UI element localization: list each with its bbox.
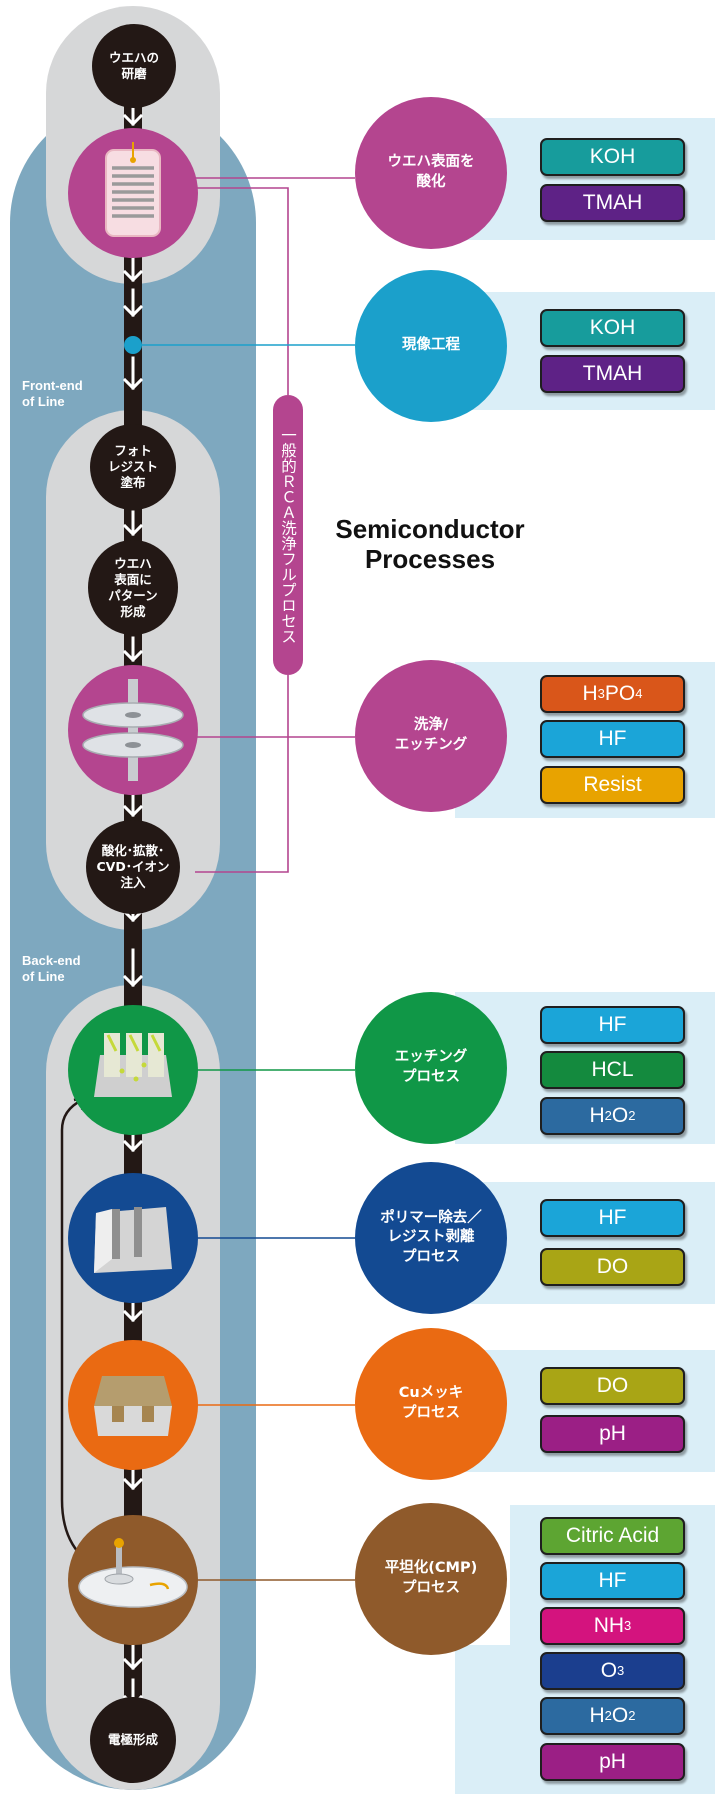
process-label: ウエハ表面を 酸化 — [387, 154, 475, 190]
diagram-title: Semiconductor Processes — [335, 514, 525, 574]
polymer-trench-icon — [68, 1173, 198, 1303]
develop-node — [124, 336, 142, 354]
process-etching: エッチング プロセス — [355, 992, 507, 1144]
chemical-chip: KOH — [540, 309, 685, 347]
chemical-chip: DO — [540, 1248, 685, 1286]
process-label: 洗浄/ エッチング — [394, 717, 468, 753]
back-end-label: Back-end of Line — [22, 953, 81, 985]
chemical-chip: TMAH — [540, 355, 685, 393]
front-end-label: Front-end of Line — [22, 378, 83, 410]
chemical-chip: pH — [540, 1743, 685, 1781]
connector-lines — [133, 177, 355, 1581]
chemical-chip: HF — [540, 1199, 685, 1237]
process-oxidation: ウエハ表面を 酸化 — [355, 97, 507, 249]
chemical-chip: Citric Acid — [540, 1517, 685, 1555]
process-development: 現像工程 — [355, 270, 507, 422]
step-photoresist: フォト レジスト 塗布 — [90, 424, 176, 510]
process-label: ポリマー除去／ レジスト剥離 プロセス — [380, 1209, 482, 1265]
chemical-chip: HF — [540, 1562, 685, 1600]
process-cleaning-etching: 洗浄/ エッチング — [355, 660, 507, 812]
chemical-chip: HCL — [540, 1051, 685, 1089]
process-label: 平坦化(CMP) プロセス — [384, 1560, 478, 1596]
step-wafer-polish: ウエハの 研磨 — [92, 24, 176, 108]
process-cmp: 平坦化(CMP) プロセス — [355, 1503, 507, 1655]
process-polymer-removal: ポリマー除去／ レジスト剥離 プロセス — [355, 1162, 507, 1314]
rca-cleaning-label: 一般的ＲＣＡ洗浄フルプロセス — [273, 395, 303, 675]
chemical-chip: HF — [540, 720, 685, 758]
cu-plating-icon — [68, 1340, 198, 1470]
chemical-chip: DO — [540, 1367, 685, 1405]
step-pattern: ウエハ 表面に パターン 形成 — [88, 540, 178, 635]
etched-trench-icon — [68, 1005, 198, 1135]
step-electrode: 電極形成 — [90, 1697, 176, 1783]
chemical-chip: KOH — [540, 138, 685, 176]
chemical-chip: Resist — [540, 766, 685, 804]
cmp-pad-icon — [68, 1515, 198, 1645]
process-label: 現像工程 — [402, 337, 460, 354]
chemical-chip: pH — [540, 1415, 685, 1453]
loop-back-arrow — [60, 1098, 87, 1561]
step-oxidation: 酸化･拡散･ CVD･イオン 注入 — [86, 820, 180, 914]
chemical-chip: TMAH — [540, 184, 685, 222]
process-cu-plating: Cuメッキ プロセス — [355, 1328, 507, 1480]
process-label: Cuメッキ プロセス — [398, 1385, 464, 1421]
process-label: エッチング プロセス — [394, 1049, 468, 1085]
chemical-chip: HF — [540, 1006, 685, 1044]
spin-disc-icon — [68, 665, 198, 795]
wafer-stack-icon — [68, 128, 198, 258]
